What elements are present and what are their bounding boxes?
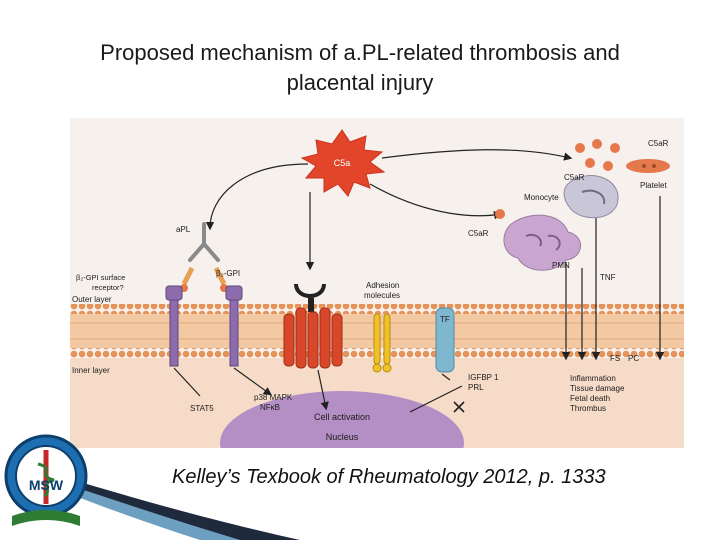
nucleus-label: Nucleus bbox=[326, 432, 359, 442]
citation-caption: Kelley’s Texbook of Rheumatology 2012, p… bbox=[172, 466, 606, 488]
inflammation-label: Inflammation bbox=[570, 374, 616, 383]
monocyte-label: Monocyte bbox=[524, 193, 559, 202]
msw-logo: MSW bbox=[4, 434, 88, 526]
slide-title-line-1: Proposed mechanism of a.PL-related throm… bbox=[100, 40, 620, 65]
logo-letters: MSW bbox=[29, 477, 64, 493]
tf-label: TF bbox=[440, 315, 450, 324]
c5a-arrows bbox=[205, 149, 573, 271]
tissue-damage-label: Tissue damage bbox=[570, 384, 625, 393]
adhesion-molecules bbox=[372, 313, 392, 373]
c5ar-pmn-label: C5aR bbox=[468, 229, 489, 238]
signal-arrows bbox=[173, 367, 465, 413]
b2gpi-receptors bbox=[165, 285, 243, 367]
slide-title: Proposed mechanism of a.PL-related throm… bbox=[40, 38, 680, 98]
c5ar-monocyte-label: C5aR bbox=[564, 173, 585, 182]
b2gpi-receptor-label-1: β₂-GPI surface bbox=[76, 273, 125, 282]
adhesion-label-2: molecules bbox=[364, 291, 400, 300]
p38-label: p38 MAPK bbox=[254, 393, 293, 402]
pmn-cell bbox=[503, 214, 581, 271]
thrombus-label: Thrombus bbox=[570, 404, 606, 413]
apl-label: aPL bbox=[176, 225, 191, 234]
nfkb-label: NFκB bbox=[260, 403, 280, 412]
prl-label: PRL bbox=[468, 383, 484, 392]
platelet-label: Platelet bbox=[640, 181, 667, 190]
mechanism-diagram: Cell activation Nucleus C5a C5aR Platele… bbox=[70, 118, 684, 448]
cell-activation-label: Cell activation bbox=[314, 412, 370, 422]
tissue-factor bbox=[435, 307, 455, 373]
pc-label: PC bbox=[628, 354, 639, 363]
fetal-death-label: Fetal death bbox=[570, 394, 610, 403]
igfbp-label: IGFBP 1 bbox=[468, 373, 499, 382]
c5a-particles bbox=[495, 139, 620, 219]
inner-layer-label: Inner layer bbox=[72, 366, 110, 375]
fs-label: FS bbox=[610, 354, 620, 363]
apl-antibody bbox=[188, 222, 220, 262]
slide-title-line-2: placental injury bbox=[286, 70, 434, 95]
b2gpi-receptor-label-2: receptor? bbox=[92, 283, 124, 292]
b2gpi-label: β₂-GPI bbox=[216, 269, 240, 278]
pmn-label: PMN bbox=[552, 261, 570, 270]
c5ar-top-label: C5aR bbox=[648, 139, 669, 148]
c5a-label: C5a bbox=[334, 158, 351, 168]
c5a-burst: C5a bbox=[300, 129, 386, 197]
nucleus bbox=[220, 391, 464, 448]
outer-layer-label: Outer layer bbox=[72, 295, 112, 304]
stat5-label: STAT5 bbox=[190, 404, 214, 413]
adhesion-label-1: Adhesion bbox=[366, 281, 399, 290]
platelet bbox=[626, 159, 670, 173]
monocyte bbox=[563, 175, 619, 219]
tnf-label: TNF bbox=[600, 273, 616, 282]
adhesion-receptor bbox=[283, 283, 343, 369]
right-arrows bbox=[561, 196, 665, 361]
